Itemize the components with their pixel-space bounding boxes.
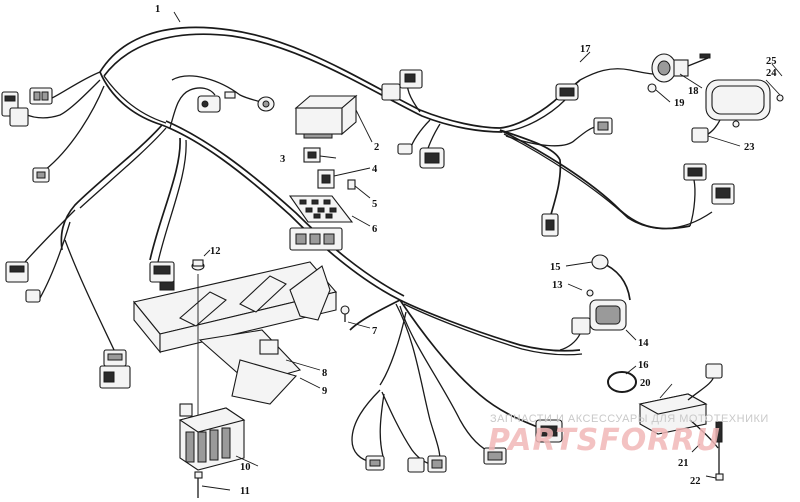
callout-17: 17 bbox=[580, 44, 591, 55]
bolt-11 bbox=[194, 471, 203, 498]
callout-2: 2 bbox=[374, 142, 379, 153]
callout-9: 9 bbox=[322, 386, 327, 397]
relay-part-4 bbox=[317, 169, 335, 189]
fuse-box bbox=[294, 94, 358, 139]
callout-6: 6 bbox=[372, 224, 377, 235]
callout-1: 1 bbox=[155, 4, 160, 15]
main-harness bbox=[60, 26, 503, 301]
ignition-switch bbox=[579, 53, 711, 93]
callout-25: 25 bbox=[766, 56, 777, 67]
callout-22: 22 bbox=[690, 476, 701, 487]
left-upper-connectors bbox=[1, 71, 105, 183]
callout-19: 19 bbox=[674, 98, 685, 109]
callout-20: 20 bbox=[640, 378, 651, 389]
callout-16: 16 bbox=[638, 360, 649, 371]
callout-18: 18 bbox=[688, 86, 699, 97]
fuse-block bbox=[289, 227, 343, 251]
lower-harness bbox=[349, 299, 583, 473]
callout-10: 10 bbox=[240, 462, 251, 473]
small-relay bbox=[303, 147, 321, 163]
fuse-strip bbox=[288, 195, 354, 223]
tail-light bbox=[691, 79, 784, 143]
callout-labels: 1 2 3 4 5 6 7 8 9 10 11 12 13 14 15 16 1… bbox=[155, 4, 777, 497]
voltage-regulator bbox=[178, 274, 246, 471]
callout-4: 4 bbox=[372, 164, 378, 175]
left-lower-connectors bbox=[5, 209, 131, 389]
watermark-caption: ЗАПЧАСТИ И АКСЕССУАРЫ ДЛЯ МОТОТЕХНИКИ bbox=[490, 413, 769, 425]
leader-lines bbox=[173, 11, 783, 491]
callout-21: 21 bbox=[678, 458, 689, 469]
callout-14: 14 bbox=[638, 338, 649, 349]
callout-11: 11 bbox=[240, 486, 250, 497]
callout-5: 5 bbox=[372, 199, 377, 210]
callout-12: 12 bbox=[210, 246, 221, 257]
center-upper-connectors bbox=[197, 91, 275, 113]
mounting-tray bbox=[133, 261, 338, 405]
ignition-coil bbox=[559, 254, 631, 351]
clip-part-5 bbox=[347, 179, 356, 190]
callout-8: 8 bbox=[322, 368, 327, 379]
screw-7 bbox=[340, 305, 350, 322]
callout-3: 3 bbox=[280, 154, 285, 165]
watermark-logo: PARTSFORRU bbox=[488, 423, 721, 458]
watermark: ЗАПЧАСТИ И АКСЕССУАРЫ ДЛЯ МОТОТЕХНИКИ PA… bbox=[488, 413, 769, 458]
callout-23: 23 bbox=[744, 142, 755, 153]
callout-15: 15 bbox=[550, 262, 561, 273]
nut-12 bbox=[191, 259, 205, 271]
clamp-ring bbox=[607, 371, 637, 393]
relay-module bbox=[638, 363, 724, 481]
callout-7: 7 bbox=[372, 326, 377, 337]
right-harness bbox=[381, 69, 735, 237]
callout-13: 13 bbox=[552, 280, 563, 291]
callout-24: 24 bbox=[766, 68, 777, 79]
